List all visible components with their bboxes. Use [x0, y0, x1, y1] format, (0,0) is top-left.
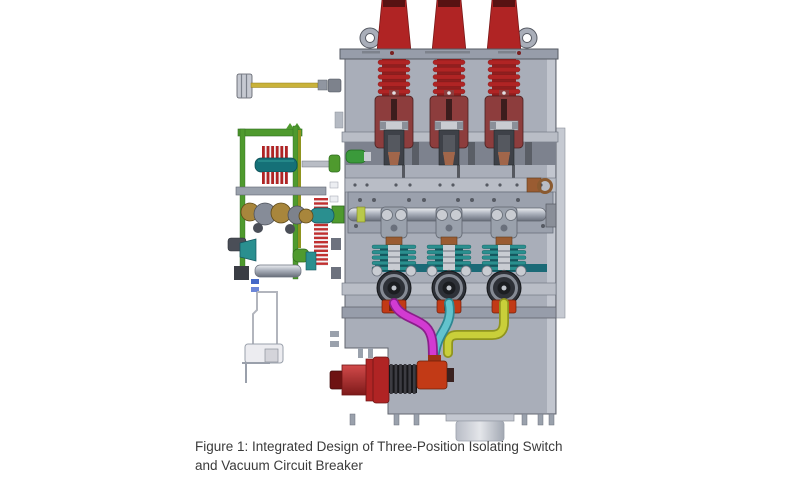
rear-panel-strip — [555, 127, 566, 319]
operating-mechanism — [227, 73, 344, 383]
top-plate — [339, 48, 559, 60]
base-flange — [349, 348, 555, 442]
lifting-lug-left — [359, 27, 381, 49]
right-bracket — [526, 177, 553, 194]
figure-caption-line2: and Vacuum Circuit Breaker — [195, 457, 363, 473]
lifting-lug-right — [516, 27, 538, 49]
figure-caption: Figure 1: Integrated Design of Three-Pos… — [195, 438, 615, 475]
lateral-bushing-assembly — [329, 355, 454, 404]
figure-caption-line1: Figure 1: Integrated Design of Three-Pos… — [195, 439, 563, 454]
hv-bushing-cones — [376, 0, 522, 53]
cable-duct-yellow — [443, 298, 509, 358]
cable-duct-magenta — [389, 298, 438, 364]
